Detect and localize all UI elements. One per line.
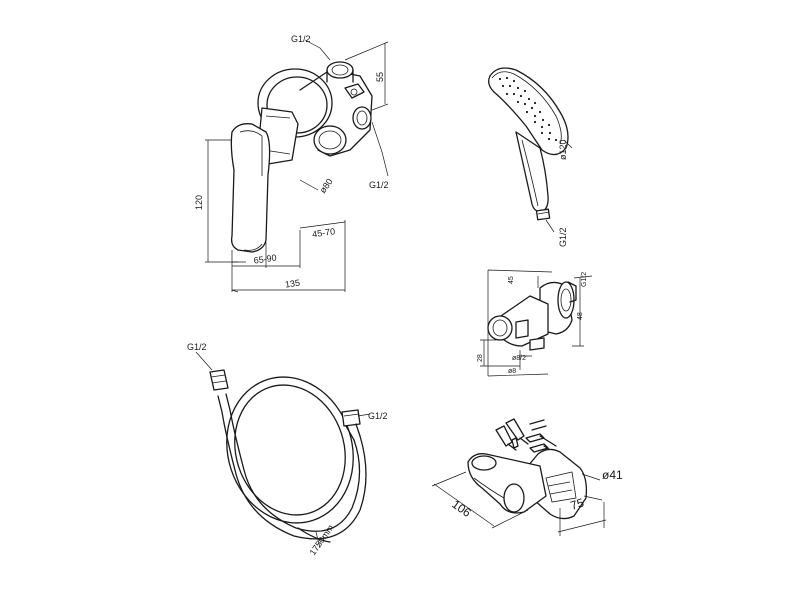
wall-outlet-height-label: 48	[577, 312, 584, 320]
mixer-depth-left-label: 65-90	[253, 253, 277, 266]
mixer-diameter-label: ø80	[318, 177, 335, 195]
shower-hose-drawing	[195, 351, 371, 549]
mixer-height-top-label: 55	[375, 72, 385, 82]
mixer-height-label: 120	[194, 195, 204, 210]
wall-outlet-base-diameter-label: ø8	[508, 368, 516, 375]
hand-shower-diameter-label: ø120	[558, 139, 568, 160]
wall-outlet-inner-diameter-label: ø8/2	[512, 355, 526, 362]
mixer-thread-right-label: G1/2	[369, 180, 389, 190]
mixer-thread-top-label: G1/2	[291, 34, 311, 44]
holder-diameter-label: ø41	[602, 468, 623, 482]
hand-shower-drawing	[488, 67, 573, 233]
mixer-depth-right-label: 45-70	[312, 226, 336, 239]
mixer-total-depth-label: 135	[284, 278, 300, 290]
wall-outlet-thread-label: G1/2	[581, 272, 588, 287]
wall-outlet-drawing	[480, 269, 593, 377]
shower-holder-drawing	[431, 418, 607, 536]
hose-thread-right-label: G1/2	[368, 411, 388, 421]
hose-thread-left-label: G1/2	[187, 342, 207, 352]
shower-mixer-drawing	[205, 39, 389, 293]
holder-width-label: 106	[449, 497, 474, 520]
holder-depth-label: 75	[569, 495, 586, 513]
wall-outlet-offset-label: 28	[477, 354, 484, 362]
hand-shower-thread-label: G1/2	[558, 227, 568, 247]
hose-length-label: 1750mm	[307, 523, 335, 557]
wall-outlet-dim-top-label: 45	[508, 276, 515, 284]
